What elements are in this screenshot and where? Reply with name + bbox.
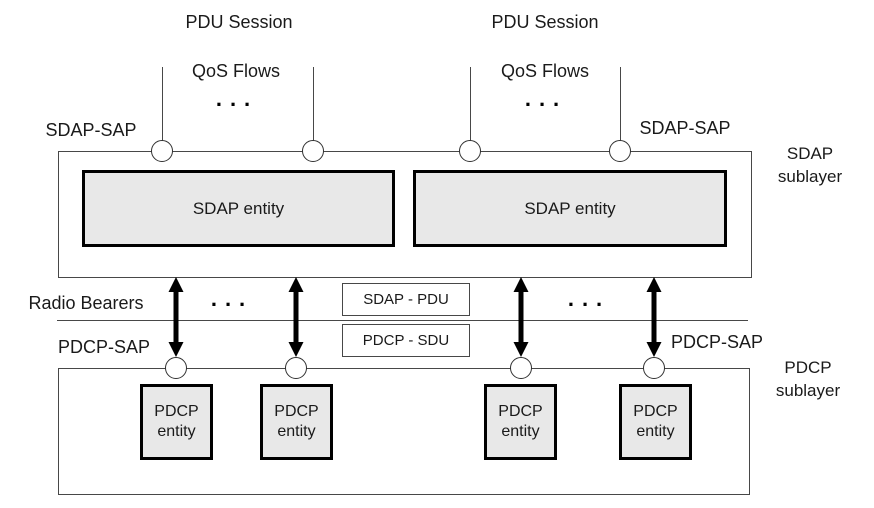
- pdcp-sap-circle-4: [643, 357, 665, 379]
- qos-flow-line-3: [470, 67, 471, 141]
- sdap-sublayer-label: SDAP sublayer: [778, 142, 842, 188]
- qos-flow-line-4: [620, 67, 621, 141]
- pdcp-entity-box-2: PDCP entity: [260, 384, 333, 460]
- qos-flow-line-1: [162, 67, 163, 141]
- ellipsis-bearers-right: ...: [567, 286, 611, 311]
- bearer-arrow-1: [167, 277, 185, 357]
- bearer-arrow-3: [512, 277, 530, 357]
- pdcp-entity-label-line2: entity: [277, 423, 316, 440]
- qos-flows-label-right: QoS Flows: [500, 61, 590, 81]
- ellipsis-bearers-left: ...: [210, 286, 254, 311]
- pdcp-sublayer-label-line2: sublayer: [775, 381, 841, 400]
- pdcp-entity-box-3: PDCP entity: [484, 384, 557, 460]
- pdcp-entity-label-line1: PDCP: [274, 403, 319, 420]
- bearer-arrow-4: [645, 277, 663, 357]
- sdap-sap-circle-4: [609, 140, 631, 162]
- sdap-entity-box-1: SDAP entity: [82, 170, 395, 247]
- ellipsis-qos-right: ...: [524, 86, 568, 111]
- sdap-sap-label-right: SDAP-SAP: [639, 118, 731, 138]
- qos-flows-label-left: QoS Flows: [191, 61, 281, 81]
- pdu-session-label-left: PDU Session: [185, 12, 293, 32]
- pdcp-entity-label-line1: PDCP: [154, 403, 199, 420]
- pdcp-sap-label-left: PDCP-SAP: [57, 337, 151, 357]
- pdcp-entity-box-4: PDCP entity: [619, 384, 692, 460]
- sdap-sublayer-box: [58, 151, 752, 278]
- sdap-sap-circle-1: [151, 140, 173, 162]
- pdcp-sublayer-label-line1: PDCP: [784, 358, 832, 377]
- pdcp-entity-label-line2: entity: [636, 423, 675, 440]
- pdu-session-label-right: PDU Session: [491, 12, 599, 32]
- pdcp-sap-circle-2: [285, 357, 307, 379]
- pdcp-entity-label-line1: PDCP: [633, 403, 678, 420]
- sdap-pdu-label: SDAP - PDU: [363, 291, 449, 308]
- pdcp-sap-label-right: PDCP-SAP: [670, 332, 764, 352]
- pdcp-sublayer-label: PDCP sublayer: [776, 356, 840, 402]
- pdcp-entity-label-line1: PDCP: [498, 403, 543, 420]
- bearer-arrow-2: [287, 277, 305, 357]
- sdap-sap-circle-3: [459, 140, 481, 162]
- pdcp-entity-label-line2: entity: [501, 423, 540, 440]
- sdap-entity-label: SDAP entity: [524, 198, 616, 218]
- pdcp-entity-label-line2: entity: [157, 423, 196, 440]
- pdcp-sdu-box: PDCP - SDU: [342, 324, 470, 357]
- sdap-sap-label-left: SDAP-SAP: [45, 120, 137, 140]
- radio-bearers-label: Radio Bearers: [28, 293, 144, 313]
- sdap-sublayer-label-line2: sublayer: [777, 167, 843, 186]
- qos-flow-line-2: [313, 67, 314, 141]
- pdcp-entity-box-1: PDCP entity: [140, 384, 213, 460]
- pdcp-sdu-label: PDCP - SDU: [362, 332, 450, 349]
- ellipsis-qos-left: ...: [215, 86, 259, 111]
- sdap-sap-circle-2: [302, 140, 324, 162]
- sdap-entity-box-2: SDAP entity: [413, 170, 727, 247]
- layer-separator-line: [57, 320, 748, 321]
- pdcp-sap-circle-3: [510, 357, 532, 379]
- sdap-sublayer-label-line1: SDAP: [786, 144, 834, 163]
- sdap-entity-label: SDAP entity: [192, 198, 285, 218]
- pdcp-sap-circle-1: [165, 357, 187, 379]
- pdcp-sublayer-box: [58, 368, 750, 495]
- sdap-pdu-box: SDAP - PDU: [342, 283, 470, 316]
